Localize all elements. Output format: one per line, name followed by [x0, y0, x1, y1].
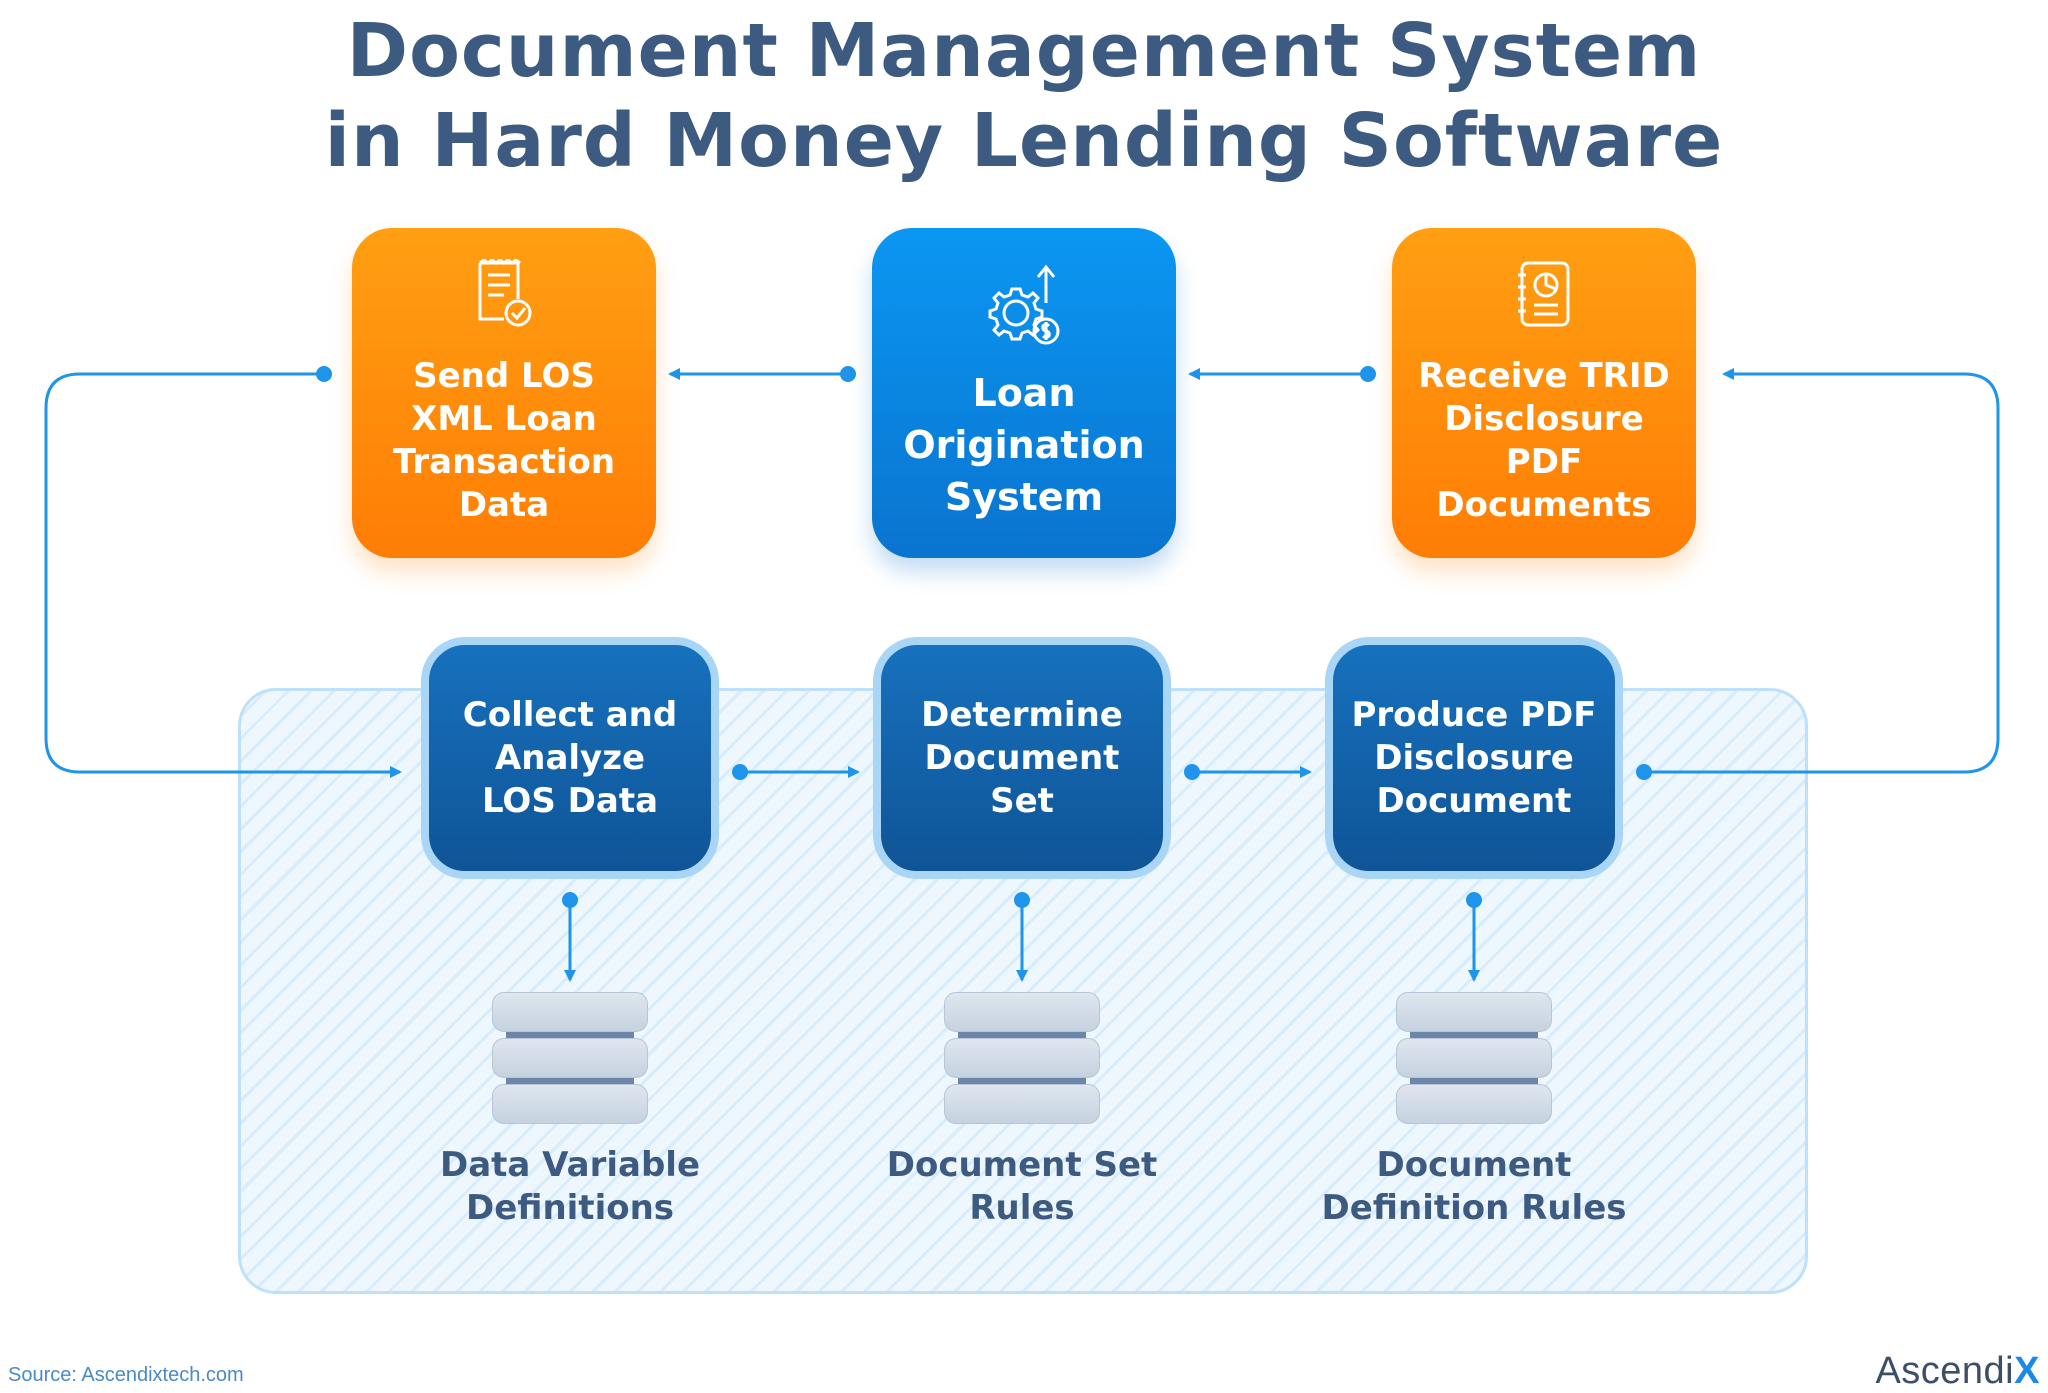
receive-box-line-4: Documents	[1436, 485, 1652, 525]
arrow-produce-to-receive	[1644, 368, 2000, 774]
loan-origination-box: Loan Origination System	[872, 228, 1176, 558]
send-box-line-1: Send LOS	[413, 356, 595, 396]
send-box-line-3: Transaction	[392, 442, 616, 482]
los-box-line-1: Loan	[972, 371, 1076, 415]
receive-box-line-1: Receive TRID	[1418, 356, 1670, 396]
db-label-document-set-rules: Document Set Rules	[886, 1145, 1158, 1228]
step-collect-analyze: Collect and Analyze LOS Data	[421, 637, 719, 879]
database-icon	[1396, 992, 1552, 1124]
db-label-data-variables: Data Variable Definitions	[439, 1145, 700, 1228]
collect-line-1: Collect and	[462, 694, 678, 735]
determine-line-1: Determine	[921, 694, 1123, 735]
source-credit: Source: Ascendixtech.com	[8, 1364, 244, 1386]
send-box-line-4: Data	[458, 485, 550, 525]
collect-line-3: LOS Data	[481, 780, 659, 821]
title-line-1: Document Management System	[346, 8, 1702, 94]
determine-line-2: Document	[924, 737, 1120, 778]
send-los-box: Send LOS XML Loan Transaction Data	[352, 228, 656, 558]
receive-trid-box: Receive TRID Disclosure PDF Documents	[1392, 228, 1696, 558]
send-box-line-2: XML Loan	[411, 399, 597, 439]
receipt-check-icon	[474, 258, 534, 329]
brand-logo: AscendiX	[1875, 1350, 2040, 1392]
receive-box-line-2: Disclosure	[1444, 399, 1644, 439]
database-icon	[492, 992, 648, 1124]
produce-line-2: Disclosure	[1374, 737, 1574, 778]
collect-line-2: Analyze	[494, 737, 646, 778]
title-line-2: in Hard Money Lending Software	[324, 98, 1724, 184]
report-notebook-icon	[1514, 259, 1574, 329]
step-determine-document-set: Determine Document Set	[873, 637, 1171, 879]
step-produce-pdf: Produce PDF Disclosure Document	[1325, 637, 1623, 879]
determine-line-3: Set	[990, 780, 1054, 821]
db-label-document-definition-rules: Document Definition Rules	[1321, 1145, 1627, 1228]
database-icon	[944, 992, 1100, 1124]
gear-dollar-icon	[984, 263, 1064, 349]
los-box-line-3: System	[944, 475, 1104, 519]
arrow-send-to-collect	[44, 372, 402, 778]
produce-line-1: Produce PDF	[1351, 694, 1597, 735]
produce-line-3: Document	[1376, 780, 1572, 821]
los-box-line-2: Origination	[903, 423, 1145, 467]
receive-box-line-3: PDF	[1505, 442, 1583, 482]
page-title: Document Management System in Hard Money…	[0, 6, 2048, 186]
